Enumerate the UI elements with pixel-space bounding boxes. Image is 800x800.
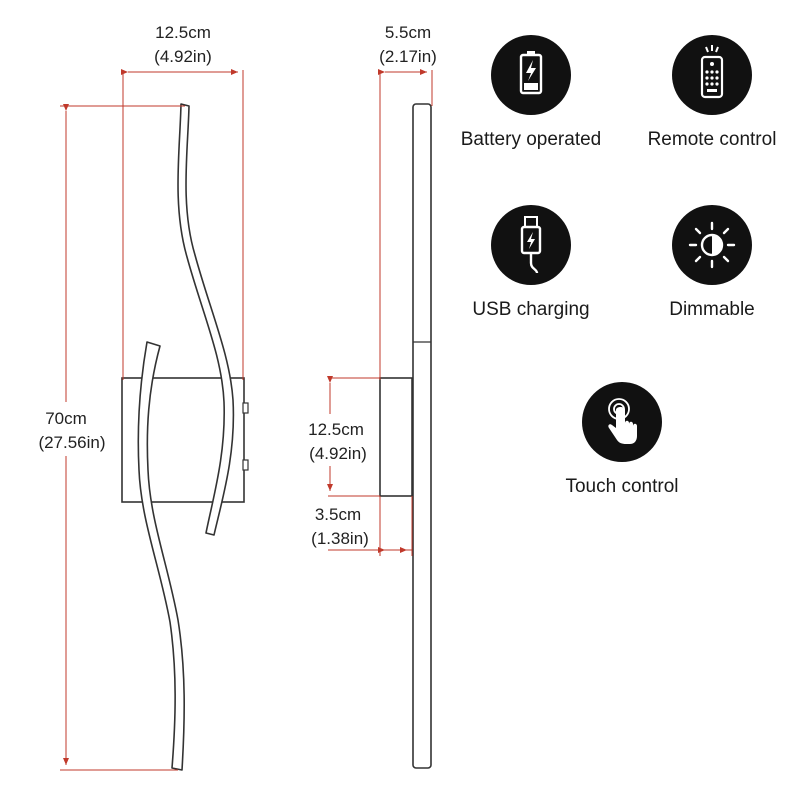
base-gap-cm: 3.5cm bbox=[315, 505, 361, 524]
battery-icon bbox=[491, 35, 571, 115]
feature-battery: Battery operated bbox=[446, 35, 616, 151]
brightness-icon bbox=[672, 205, 752, 285]
feature-label: Remote control bbox=[647, 129, 777, 150]
total-height-in: (27.56in) bbox=[38, 433, 105, 452]
usb-cable-icon bbox=[491, 205, 571, 285]
side-depth-in: (2.17in) bbox=[379, 47, 437, 66]
feature-label: Dimmable bbox=[669, 299, 755, 320]
front-base-button-bottom bbox=[242, 459, 249, 471]
feature-touch: Touch control bbox=[537, 382, 707, 498]
feature-dimmable: Dimmable bbox=[627, 205, 797, 321]
base-gap-in: (1.38in) bbox=[311, 529, 369, 548]
touch-icon bbox=[582, 382, 662, 462]
remote-icon bbox=[672, 35, 752, 115]
feature-label: USB charging bbox=[472, 299, 590, 320]
front-view: 12.5cm (4.92in) 70cm (27.56in) bbox=[28, 23, 249, 771]
front-width-in: (4.92in) bbox=[154, 47, 212, 66]
side-light-bar bbox=[412, 103, 432, 769]
feature-label: Battery operated bbox=[460, 129, 602, 150]
base-height-cm: 12.5cm bbox=[308, 420, 364, 439]
total-height-cm: 70cm bbox=[45, 409, 87, 428]
front-width-cm: 12.5cm bbox=[155, 23, 211, 42]
feature-label: Touch control bbox=[565, 476, 679, 497]
front-long-light-bar bbox=[177, 103, 235, 536]
front-short-light-bar bbox=[137, 341, 185, 771]
side-view: 5.5cm (2.17in) 12.5cm (4.92in) 3.5cm (1.… bbox=[296, 23, 437, 769]
side-depth-cm: 5.5cm bbox=[385, 23, 431, 42]
front-base-button-top bbox=[242, 402, 249, 414]
feature-remote: Remote control bbox=[627, 35, 797, 151]
base-height-in: (4.92in) bbox=[309, 444, 367, 463]
side-base-block bbox=[379, 377, 413, 497]
feature-usb: USB charging bbox=[446, 205, 616, 321]
